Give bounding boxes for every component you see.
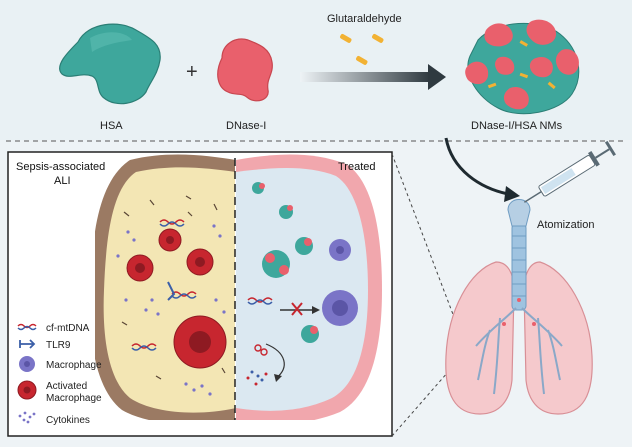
zoom-line-top bbox=[391, 153, 463, 339]
cytokines-icon bbox=[18, 411, 36, 424]
legend-activated-line1: Activated bbox=[46, 381, 87, 392]
syringe-icon bbox=[523, 140, 616, 203]
legend bbox=[17, 323, 37, 424]
dnase-protein-icon bbox=[217, 38, 273, 102]
activated-macrophage-icon bbox=[17, 380, 37, 400]
inflamed-alveolus bbox=[95, 154, 235, 420]
reaction-arrow bbox=[300, 64, 446, 90]
dnase-label: DNase-I bbox=[226, 120, 266, 132]
legend-macrophage: Macrophage bbox=[46, 360, 102, 371]
legend-tlr9: TLR9 bbox=[46, 340, 71, 351]
delivery-arrow bbox=[444, 137, 509, 196]
delivery-arrow-head bbox=[504, 186, 520, 202]
legend-cytokines: Cytokines bbox=[46, 415, 90, 426]
product-label: DNase-I/HSA NMs bbox=[471, 120, 563, 132]
cf-mtdna-icon bbox=[17, 323, 37, 331]
left-panel-title-line2: ALI bbox=[54, 175, 71, 187]
macrophage-icon bbox=[19, 356, 35, 372]
left-panel-title-line1: Sepsis-associated bbox=[16, 161, 105, 173]
legend-cf-mtdna: cf-mtDNA bbox=[46, 323, 90, 334]
plus-sign: + bbox=[186, 61, 198, 83]
nanomedicine-cluster-icon bbox=[465, 19, 580, 115]
treated-alveolus bbox=[236, 154, 382, 420]
glutaraldehyde-molecules bbox=[340, 34, 384, 65]
legend-activated-line2: Macrophage bbox=[46, 393, 102, 404]
atomization-label: Atomization bbox=[537, 219, 594, 231]
glutaraldehyde-label: Glutaraldehyde bbox=[327, 13, 402, 25]
hsa-label: HSA bbox=[100, 120, 123, 132]
hsa-protein-icon bbox=[59, 23, 161, 105]
lungs-illustration bbox=[445, 199, 593, 415]
right-panel-title: Treated bbox=[338, 161, 376, 173]
tlr9-icon bbox=[19, 339, 36, 349]
